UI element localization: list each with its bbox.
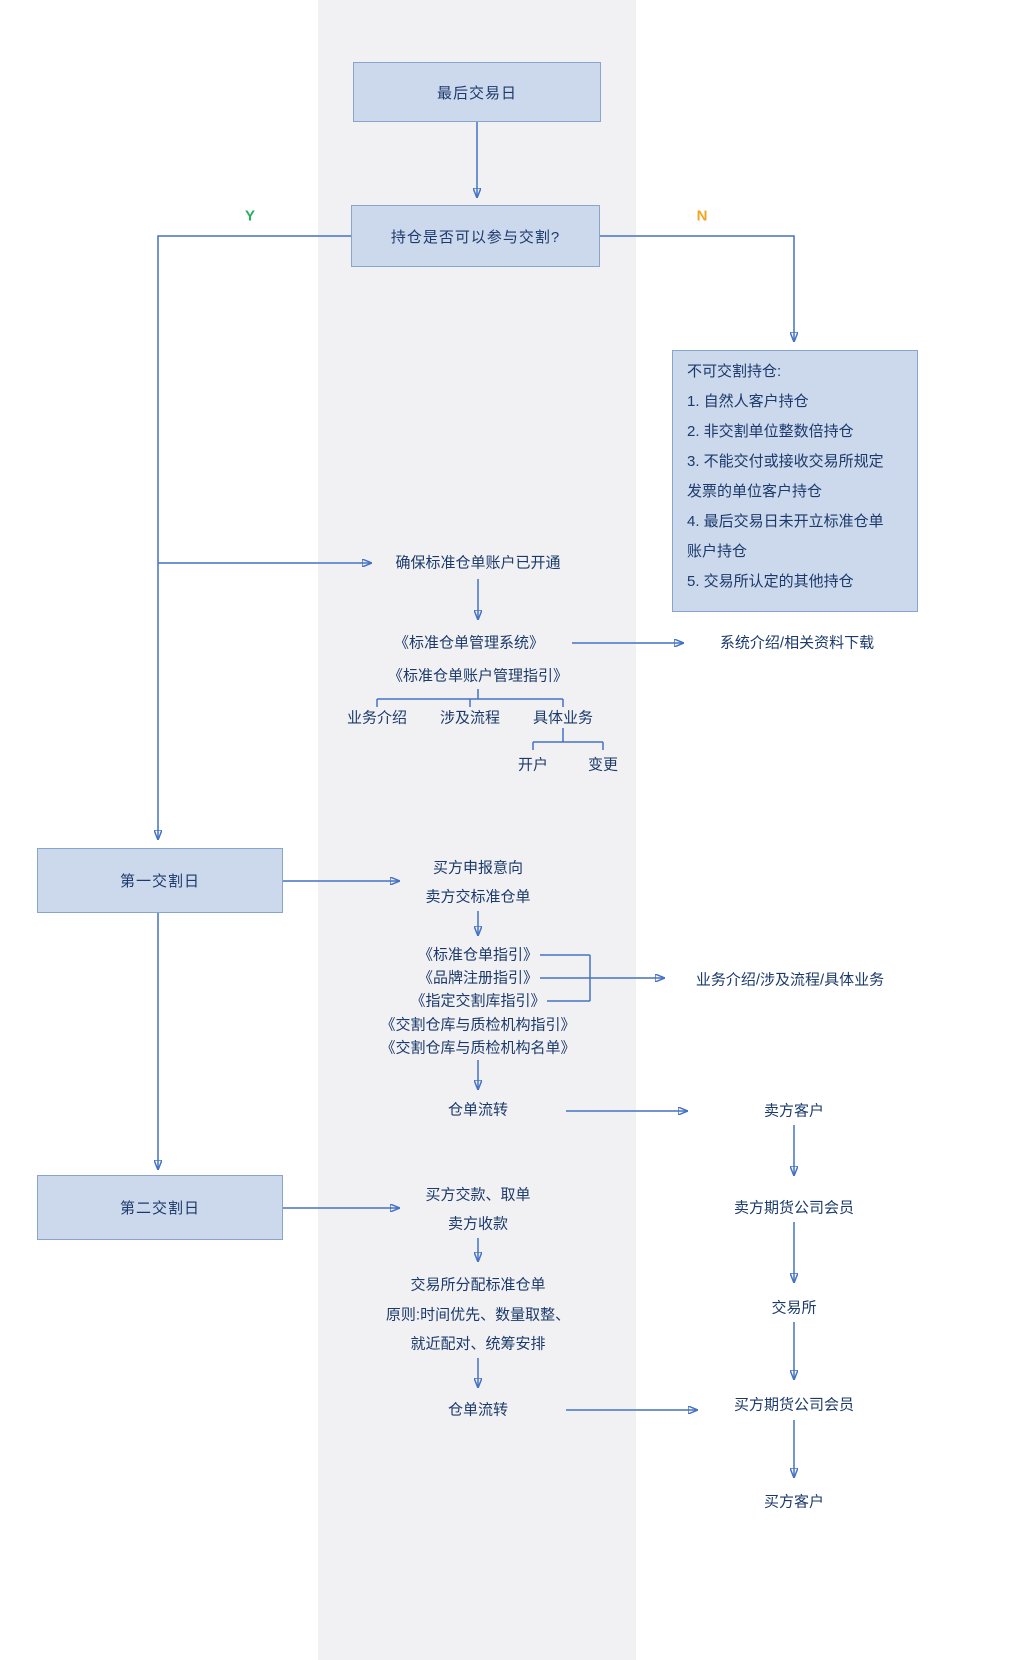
warrant-flow-second-text: 仓单流转 xyxy=(447,1401,509,1419)
buyer-declare-text: 买方申报意向 xyxy=(432,859,524,877)
guideline-doc: 《交割仓库与质检机构名单》 xyxy=(380,1039,576,1057)
second-delivery-day-box: 第二交割日 xyxy=(37,1175,283,1240)
seller-futures-member-text: 卖方期货公司会员 xyxy=(733,1199,855,1217)
subtree-item-change: 变更 xyxy=(587,756,619,774)
guideline-doc: 《交割仓库与质检机构指引》 xyxy=(380,1016,576,1034)
non-deliverable-line: 2. 非交割单位整数倍持仓 xyxy=(687,423,854,440)
seller-customer-text: 卖方客户 xyxy=(763,1102,825,1120)
guideline-doc: 《品牌注册指引》 xyxy=(417,969,539,987)
non-deliverable-line: 4. 最后交易日未开立标准仓单 xyxy=(687,513,884,530)
allocate-principle-line1: 原则:时间优先、数量取整、 xyxy=(385,1306,571,1324)
tree-item-business-intro: 业务介绍 xyxy=(346,709,408,727)
seller-collect-text: 卖方收款 xyxy=(447,1215,509,1233)
allocate-principle-line2: 就近配对、统筹安排 xyxy=(410,1335,546,1353)
system-intro-link: 系统介绍/相关资料下载 xyxy=(719,634,875,652)
tree-item-specific-business: 具体业务 xyxy=(532,709,594,727)
warrant-flow-first-text: 仓单流转 xyxy=(447,1101,509,1119)
non-deliverable-box: 不可交割持仓: 1. 自然人客户持仓 2. 非交割单位整数倍持仓 3. 不能交付… xyxy=(672,350,918,612)
non-deliverable-line: 3. 不能交付或接收交易所规定 xyxy=(687,453,884,470)
ensure-account-text: 确保标准仓单账户已开通 xyxy=(395,554,561,572)
branch-no-label: N xyxy=(696,207,708,225)
last-trading-day-box: 最后交易日 xyxy=(353,62,601,122)
exchange-allocate-text: 交易所分配标准仓单 xyxy=(410,1276,546,1294)
buyer-pay-text: 买方交款、取单 xyxy=(425,1186,531,1204)
warrant-system-doc: 《标准仓单管理系统》 xyxy=(393,634,545,652)
non-deliverable-line: 1. 自然人客户持仓 xyxy=(687,393,809,410)
tree-item-process: 涉及流程 xyxy=(439,709,501,727)
warrant-account-guide-doc: 《标准仓单账户管理指引》 xyxy=(387,667,569,685)
first-delivery-day-box: 第一交割日 xyxy=(37,848,283,913)
non-deliverable-line: 发票的单位客户持仓 xyxy=(687,483,823,500)
non-deliverable-title: 不可交割持仓: xyxy=(687,363,782,380)
seller-deliver-warrant-text: 卖方交标准仓单 xyxy=(425,888,531,906)
decision-box: 持仓是否可以参与交割? xyxy=(351,205,600,267)
buyer-futures-member-text: 买方期货公司会员 xyxy=(733,1396,855,1414)
guides-link: 业务介绍/涉及流程/具体业务 xyxy=(695,971,885,989)
buyer-customer-text: 买方客户 xyxy=(763,1493,825,1511)
guideline-doc: 《标准仓单指引》 xyxy=(417,946,539,964)
subtree-item-open-account: 开户 xyxy=(517,756,549,774)
guideline-doc: 《指定交割库指引》 xyxy=(410,992,546,1010)
non-deliverable-line: 账户持仓 xyxy=(687,543,748,560)
branch-yes-label: Y xyxy=(244,207,256,225)
exchange-text: 交易所 xyxy=(771,1299,817,1317)
non-deliverable-line: 5. 交易所认定的其他持仓 xyxy=(687,573,854,590)
